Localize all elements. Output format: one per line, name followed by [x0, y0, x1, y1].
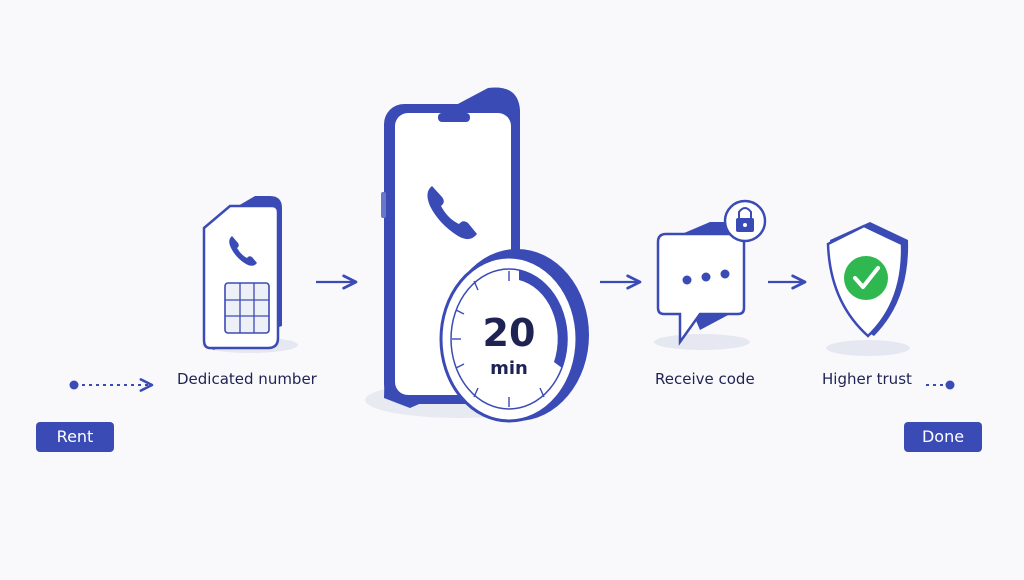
- step-label-dedicated-number: Dedicated number: [177, 370, 317, 388]
- timer-value: 20: [483, 311, 536, 355]
- timer-unit: min: [490, 358, 528, 379]
- stopwatch-icon: 20 min: [439, 249, 589, 423]
- step-label-higher-trust: Higher trust: [822, 370, 912, 388]
- step-label-receive-code: Receive code: [655, 370, 755, 388]
- start-connector: [69, 378, 154, 392]
- rent-button[interactable]: Rent: [36, 422, 114, 452]
- end-connector: [926, 380, 955, 390]
- chat-bubble-lock-icon: [654, 199, 767, 350]
- done-button[interactable]: Done: [904, 422, 982, 452]
- shield-check-icon: [826, 222, 910, 356]
- sim-card-phone-icon: [202, 196, 298, 353]
